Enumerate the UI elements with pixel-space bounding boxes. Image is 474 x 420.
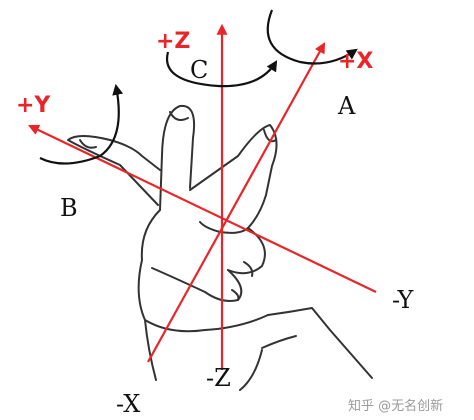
- label-plus-y: +Y: [16, 93, 51, 118]
- label-plus-z: +Z: [156, 29, 190, 54]
- rotation-arrows: [39, 9, 358, 165]
- axes: [28, 23, 377, 370]
- label-minus-y: -Y: [392, 286, 414, 314]
- watermark-text: 知乎 @无名创新: [348, 398, 443, 414]
- label-rotation-a: A: [337, 92, 356, 120]
- rotation-arrow-c: [165, 51, 278, 88]
- hand-outline: [67, 104, 373, 391]
- rotation-arrow-a: [266, 9, 358, 65]
- rotation-arrow-b: [39, 83, 124, 165]
- label-minus-z: -Z: [206, 364, 231, 392]
- x-axis: [147, 42, 326, 363]
- label-rotation-b: B: [60, 194, 78, 222]
- label-plus-x: +X: [338, 49, 373, 74]
- label-minus-x: -X: [116, 390, 140, 418]
- y-axis: [28, 124, 377, 293]
- label-rotation-c: C: [190, 56, 208, 84]
